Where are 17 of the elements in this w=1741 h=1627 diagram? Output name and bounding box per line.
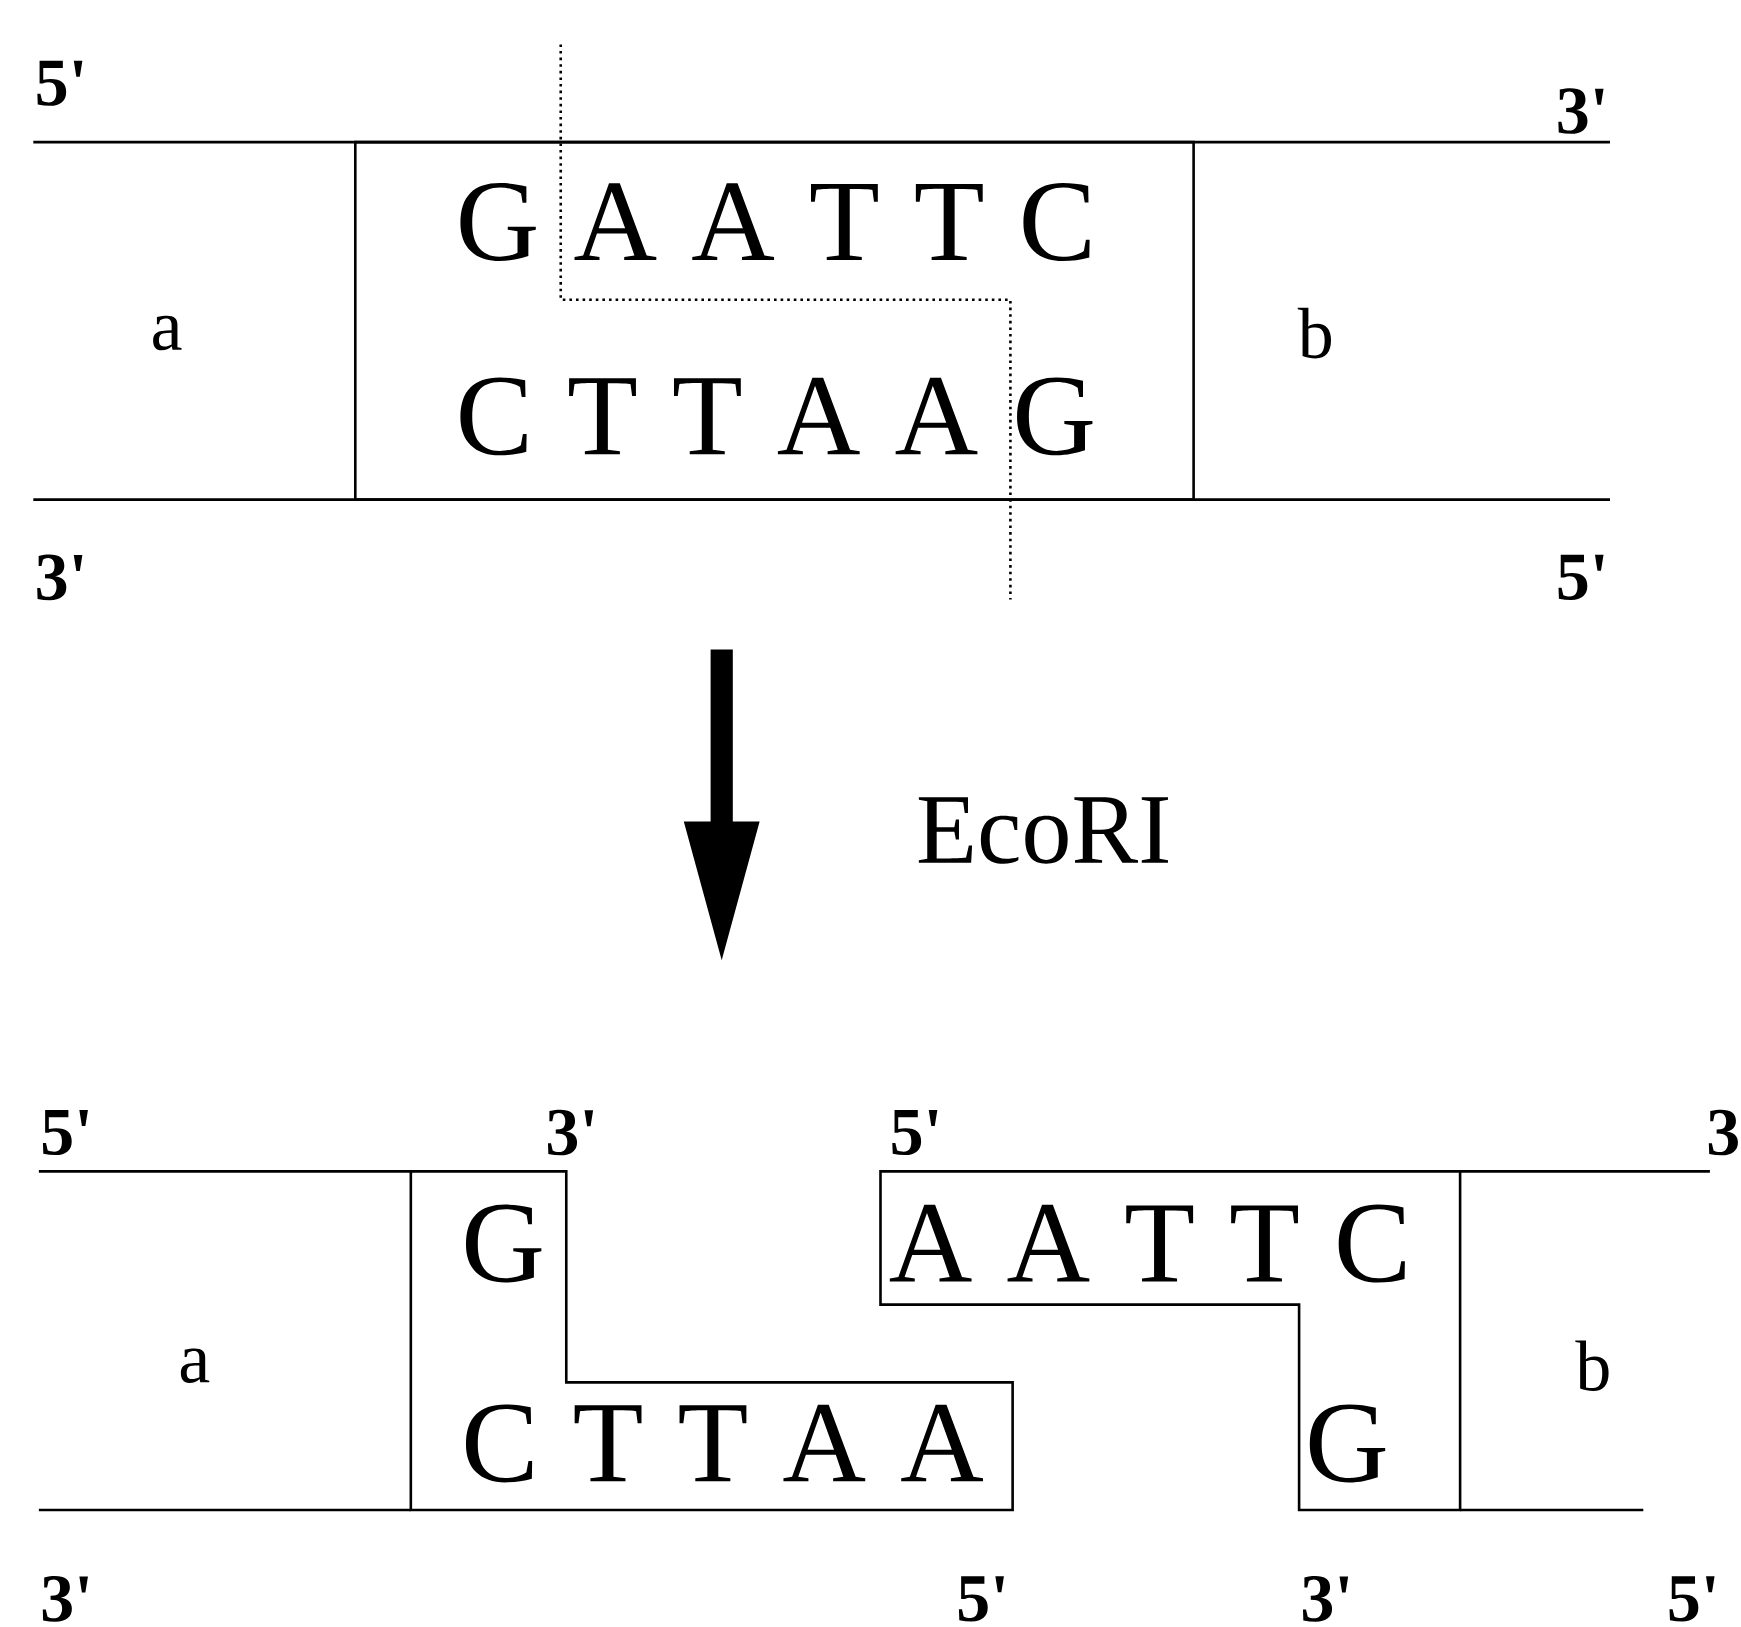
strand-end-label: 5'	[42, 1110, 88, 1156]
strand-end-label: 5'	[958, 1576, 1004, 1622]
strand-region-label: b	[1575, 1340, 1609, 1392]
strand-end-label: 5'	[1558, 554, 1604, 601]
strand-end-label: 3'	[1302, 1576, 1349, 1622]
recognition-site-box: G A A T T C C T T A A G	[354, 141, 1195, 502]
strand-end-label: 5'	[1669, 1576, 1715, 1622]
strand-end-label: 3'	[42, 1576, 88, 1622]
strand-end-label: 3'	[37, 554, 83, 601]
strand-region-label: b	[1297, 307, 1331, 359]
strand-region-label: a	[180, 1348, 210, 1384]
enzyme-label: EcoRI	[918, 797, 1168, 864]
strand-end-label: 5'	[892, 1110, 938, 1156]
strand-region-label: a	[153, 316, 182, 351]
strand-end-label: 3	[1708, 1109, 1738, 1156]
strand-end-label: 3'	[1558, 88, 1604, 135]
strand-end-label: 5'	[37, 60, 83, 107]
